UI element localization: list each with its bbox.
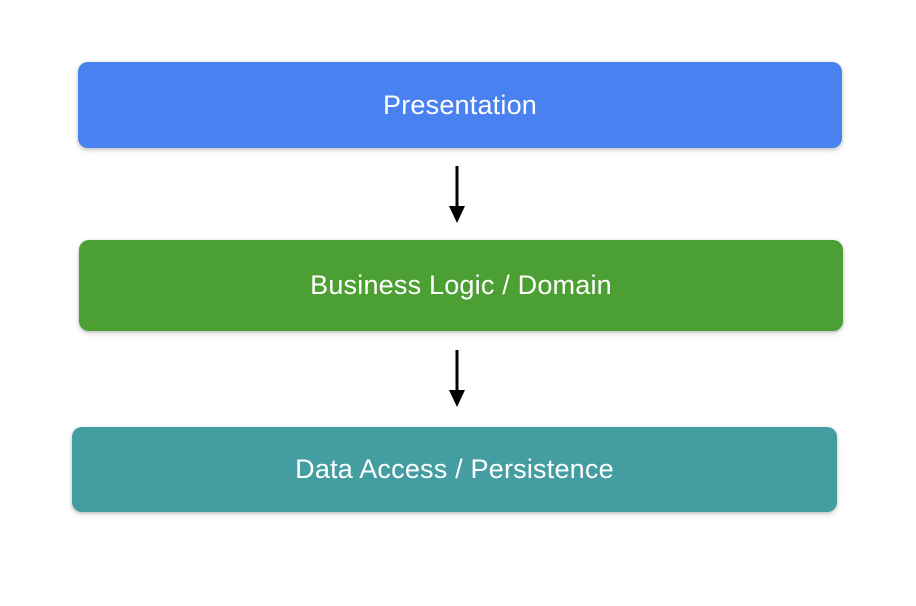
layer-business-logic-label: Business Logic / Domain: [310, 270, 612, 300]
layer-data-access-label: Data Access / Persistence: [295, 454, 614, 484]
down-arrow-icon: [445, 165, 469, 223]
layer-data-access: Data Access / Persistence: [72, 427, 837, 512]
layer-presentation: Presentation: [78, 62, 842, 148]
layer-business-logic: Business Logic / Domain: [79, 240, 843, 331]
layer-presentation-label: Presentation: [383, 89, 537, 120]
down-arrow-icon: [445, 349, 469, 407]
